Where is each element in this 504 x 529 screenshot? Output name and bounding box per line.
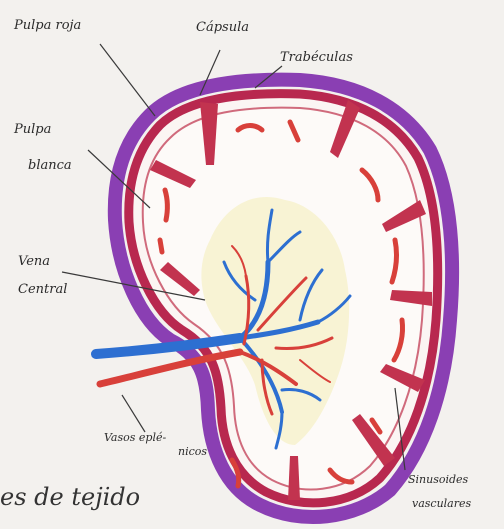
label-pulpa-roja: Pulpa roja [14, 18, 81, 33]
label-pulpa-blanca-line1: Pulpa [14, 122, 51, 137]
label-sinusoides-line1: Sinusoides [408, 474, 468, 486]
label-capsula: Cápsula [196, 20, 249, 35]
label-pulpa-blanca-line2: blanca [28, 158, 72, 173]
label-vena-central-line2: Central [18, 282, 67, 297]
label-vasos-esplenicos-line2: nicos [178, 446, 207, 458]
bottom-handwritten-text: es de tejido [0, 484, 140, 510]
label-sinusoides-line2: vasculares [412, 498, 471, 510]
label-vena-central-line1: Vena [18, 254, 50, 269]
label-vasos-esplenicos-line1: Vasos eplé- [104, 432, 166, 444]
label-trabeculas: Trabéculas [280, 50, 353, 65]
